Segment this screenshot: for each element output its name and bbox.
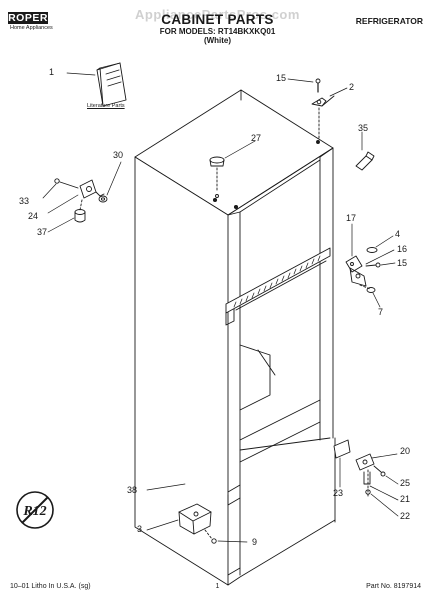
callout-25: 25 (400, 478, 411, 488)
literature-parts-label: Literature Parts (87, 103, 125, 109)
callout-4: 4 (395, 229, 401, 239)
callout-27: 27 (251, 133, 262, 143)
color-variant: (White) (203, 36, 232, 45)
top-plug-part (209, 156, 225, 198)
callout-17: 17 (346, 213, 357, 223)
footer-part-number: Part No. 8197914 (366, 583, 421, 590)
callout-15-mid: 15 (397, 258, 408, 268)
footer-page-number: 1 (215, 583, 220, 590)
callout-7: 7 (378, 307, 384, 317)
page-title: CABINET PARTS (161, 12, 274, 27)
callout-35: 35 (358, 123, 369, 133)
callout-33: 33 (19, 196, 30, 206)
top-hinge-part (311, 78, 335, 144)
callout-24: 24 (28, 211, 39, 221)
callout-2: 2 (349, 82, 355, 92)
category-label: REFRIGERATOR (355, 16, 423, 26)
left-hinge-assembly (54, 178, 108, 223)
center-rail (225, 247, 331, 326)
callout-9: 9 (252, 537, 258, 547)
callout-16: 16 (397, 244, 408, 254)
callout-38: 38 (127, 485, 138, 495)
middle-hinge-assembly (345, 247, 381, 293)
callout-1: 1 (49, 67, 55, 77)
brand-logo: ROPER (8, 12, 48, 24)
callout-22: 22 (400, 511, 411, 521)
badge-text: R12 (22, 504, 46, 519)
callout-3: 3 (137, 524, 143, 534)
model-line: FOR MODELS: RT14BKXKQ01 (159, 27, 276, 36)
bottom-hinge-assembly (333, 439, 386, 497)
brand-subtitle: Home Appliances (10, 25, 53, 31)
door-stop-part (355, 151, 375, 171)
callout-30: 30 (113, 150, 124, 160)
leader-lines (42, 72, 399, 543)
footer-litho: 10–01 Litho In U.S.A. (sg) (10, 583, 91, 590)
cabinet-shell (134, 89, 336, 586)
leveler-part (178, 503, 217, 544)
callout-15-top: 15 (276, 73, 287, 83)
callout-23: 23 (333, 488, 344, 498)
r12-badge-icon: R12 (16, 491, 54, 529)
watermark-text: AppliancePartsPros.com (135, 7, 300, 22)
callout-21: 21 (400, 494, 411, 504)
literature-manual-icon (96, 62, 127, 107)
callout-37: 37 (37, 227, 48, 237)
callout-20: 20 (400, 446, 411, 456)
